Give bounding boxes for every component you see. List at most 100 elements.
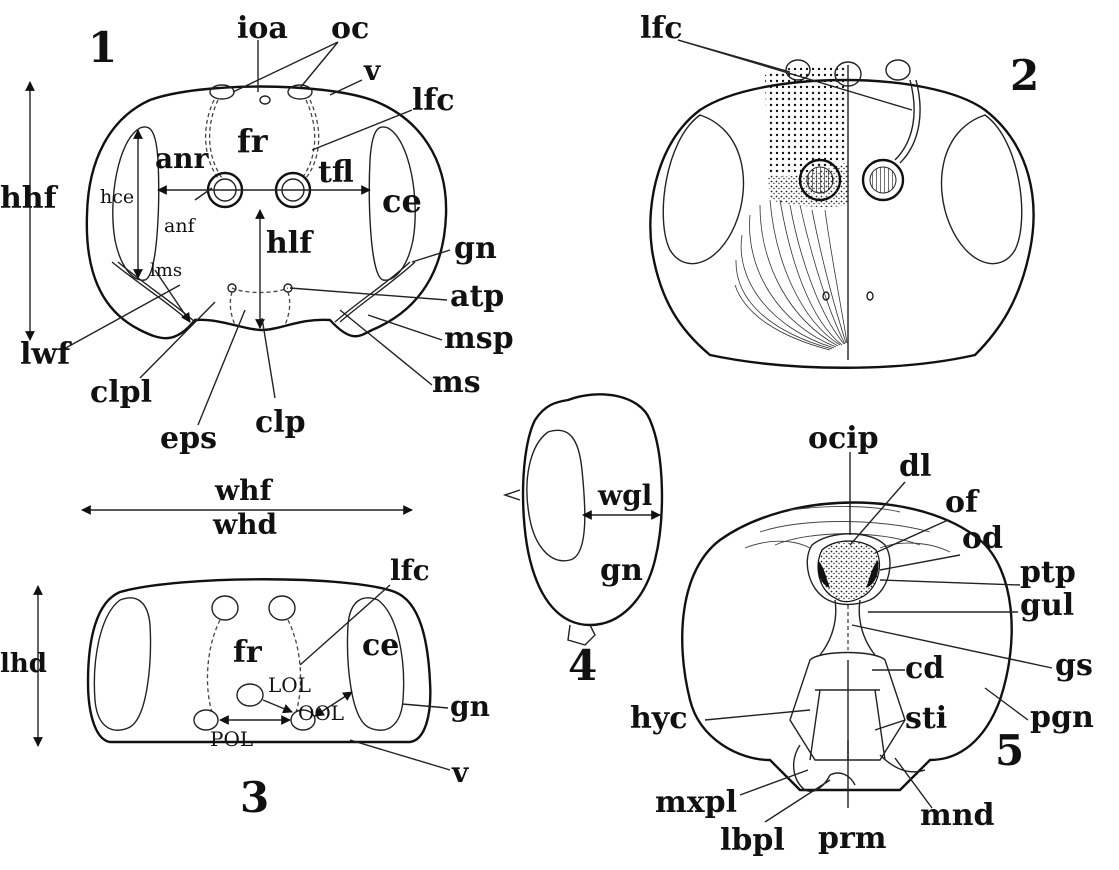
fig5-label-of: of [945, 485, 980, 520]
fig1-label-anr: anr [155, 142, 210, 175]
fig5-label-mxpl: mxpl [655, 785, 737, 820]
fig3-compound-eye-left [94, 598, 150, 730]
fig2-striation [735, 200, 847, 350]
fig1-label-oc: oc [331, 11, 369, 46]
fig1-label-lfc: lfc [412, 83, 455, 118]
fig3-ocellus-left-top [212, 596, 238, 620]
fig1-frontal-carina-left-2 [210, 100, 222, 178]
fig5-leader-gs [852, 625, 1052, 668]
fig5-label-ptp: ptp [1020, 555, 1076, 590]
fig3-label-whf: whf [214, 474, 273, 507]
fig5-leader-pgn [985, 688, 1028, 720]
fig2-tentorial-pit-right [867, 292, 873, 300]
fig1-leader-oc-2 [300, 42, 338, 88]
fig3-label-fr: fr [233, 635, 263, 670]
fig5-labial-palp [830, 773, 855, 785]
fig3-leader-gn [402, 704, 448, 708]
fig5-label-cd: cd [905, 651, 944, 686]
fig3-label-whd: whd [212, 508, 277, 541]
fig3-ocellus-median [237, 684, 263, 706]
fig2-ocellus-right [886, 60, 910, 80]
fig1-leader-lfc [312, 110, 412, 150]
fig5-label-hyc: hyc [630, 701, 688, 736]
fig5-label-gs: gs [1055, 648, 1093, 683]
fig5-label-sti: sti [905, 701, 947, 736]
fig3-label-lfc: lfc [390, 554, 430, 587]
fig1-label-lwf: lwf [20, 337, 72, 372]
fig1-label-gn: gn [454, 231, 497, 266]
fig1-clypeal-line-left [230, 292, 235, 325]
fig3-label-lol: LOL [268, 673, 311, 697]
fig1-label-v: v [363, 54, 381, 87]
fig1-leader-oc-1 [233, 42, 338, 92]
fig4-antenna-stub [505, 490, 520, 500]
fig4-compound-eye [527, 430, 585, 560]
fig1-frontal-carina-right-2 [302, 100, 315, 178]
fig1-label-clp: clp [255, 405, 306, 440]
fig1-label-ms: ms [432, 365, 481, 400]
fig1-label-hlf: hlf [266, 226, 314, 261]
fig1-label-lms: lms [150, 260, 182, 281]
fig5-leader-od [880, 555, 960, 570]
fig3-label-lhd: lhd [0, 649, 47, 679]
figure-5-number: 5 [995, 726, 1024, 775]
fig1-label-hhf: hhf [0, 181, 59, 216]
fig3-label-v: v [451, 756, 469, 789]
figure-1-number: 1 [88, 23, 117, 72]
fig5-mandible [880, 755, 925, 772]
fig2-label-lfc: lfc [640, 11, 683, 46]
fig3-frontal-carina-left [207, 620, 220, 712]
figure-4-number: 4 [568, 641, 597, 690]
fig4-label-gn: gn [600, 553, 643, 588]
fig1-label-hce: hce [100, 186, 134, 208]
fig1-label-clpl: clpl [90, 375, 152, 410]
fig2-antennal-insert-left [807, 167, 833, 193]
fig1-label-eps: eps [160, 421, 217, 456]
fig1-leader-gn [412, 250, 450, 262]
fig5-leader-hyc [705, 710, 810, 720]
fig1-label-msp: msp [444, 321, 514, 356]
fig1-label-anf: anf [164, 215, 197, 237]
fig2-sculpture-dense [765, 65, 848, 177]
fig3-label-gn: gn [450, 690, 490, 723]
fig5-label-dl: dl [899, 449, 931, 484]
fig3-ocellus-right-top [269, 596, 295, 620]
fig1-label-tfl: tfl [318, 155, 354, 190]
fig1-frontal-carina-right [306, 100, 319, 178]
fig3-frontal-carina-right [288, 620, 301, 712]
figure-3: 3 whf whd lfc fr ce lhd LOL POL OOL gn v [0, 474, 490, 822]
fig5-label-prm: prm [818, 821, 887, 856]
figure-4: 4 wgl gn [505, 394, 662, 690]
fig3-label-ce: ce [362, 628, 399, 663]
fig5-dorsal-lobe [818, 541, 879, 602]
fig3-lol-arrow [263, 700, 292, 712]
fig1-label-ioa: ioa [237, 11, 288, 46]
fig5-label-mnd: mnd [920, 798, 995, 833]
fig3-compound-eye-right [348, 598, 404, 730]
fig1-label-ce: ce [382, 182, 422, 220]
figure-1: 1 [0, 11, 514, 456]
fig5-leader-ptp [880, 580, 1020, 585]
fig5-label-ocip: ocip [808, 421, 879, 456]
figure-2: 2 [640, 11, 1039, 368]
fig1-label-fr: fr [237, 122, 269, 160]
fig4-label-wgl: wgl [597, 479, 652, 512]
figure-5: 5 [630, 421, 1094, 858]
fig5-label-od: od [962, 521, 1003, 556]
fig1-leader-lwf [62, 285, 180, 350]
figure-3-number: 3 [240, 773, 269, 822]
fig3-leader-v [350, 740, 450, 770]
fig1-clypeal-line-right [285, 292, 290, 325]
fig2-antennal-insert-right [870, 167, 896, 193]
fig5-label-lbpl: lbpl [720, 823, 785, 858]
fig3-label-pol: POL [210, 727, 253, 751]
fig5-label-pgn: pgn [1030, 700, 1094, 735]
fig1-ocellus-median [260, 96, 270, 104]
fig1-leader-eps [198, 310, 245, 425]
fig1-leader-clpl [140, 302, 215, 378]
fig3-label-ool: OOL [298, 701, 344, 725]
fig5-label-gul: gul [1020, 588, 1074, 623]
fig1-label-atp: atp [450, 279, 504, 314]
